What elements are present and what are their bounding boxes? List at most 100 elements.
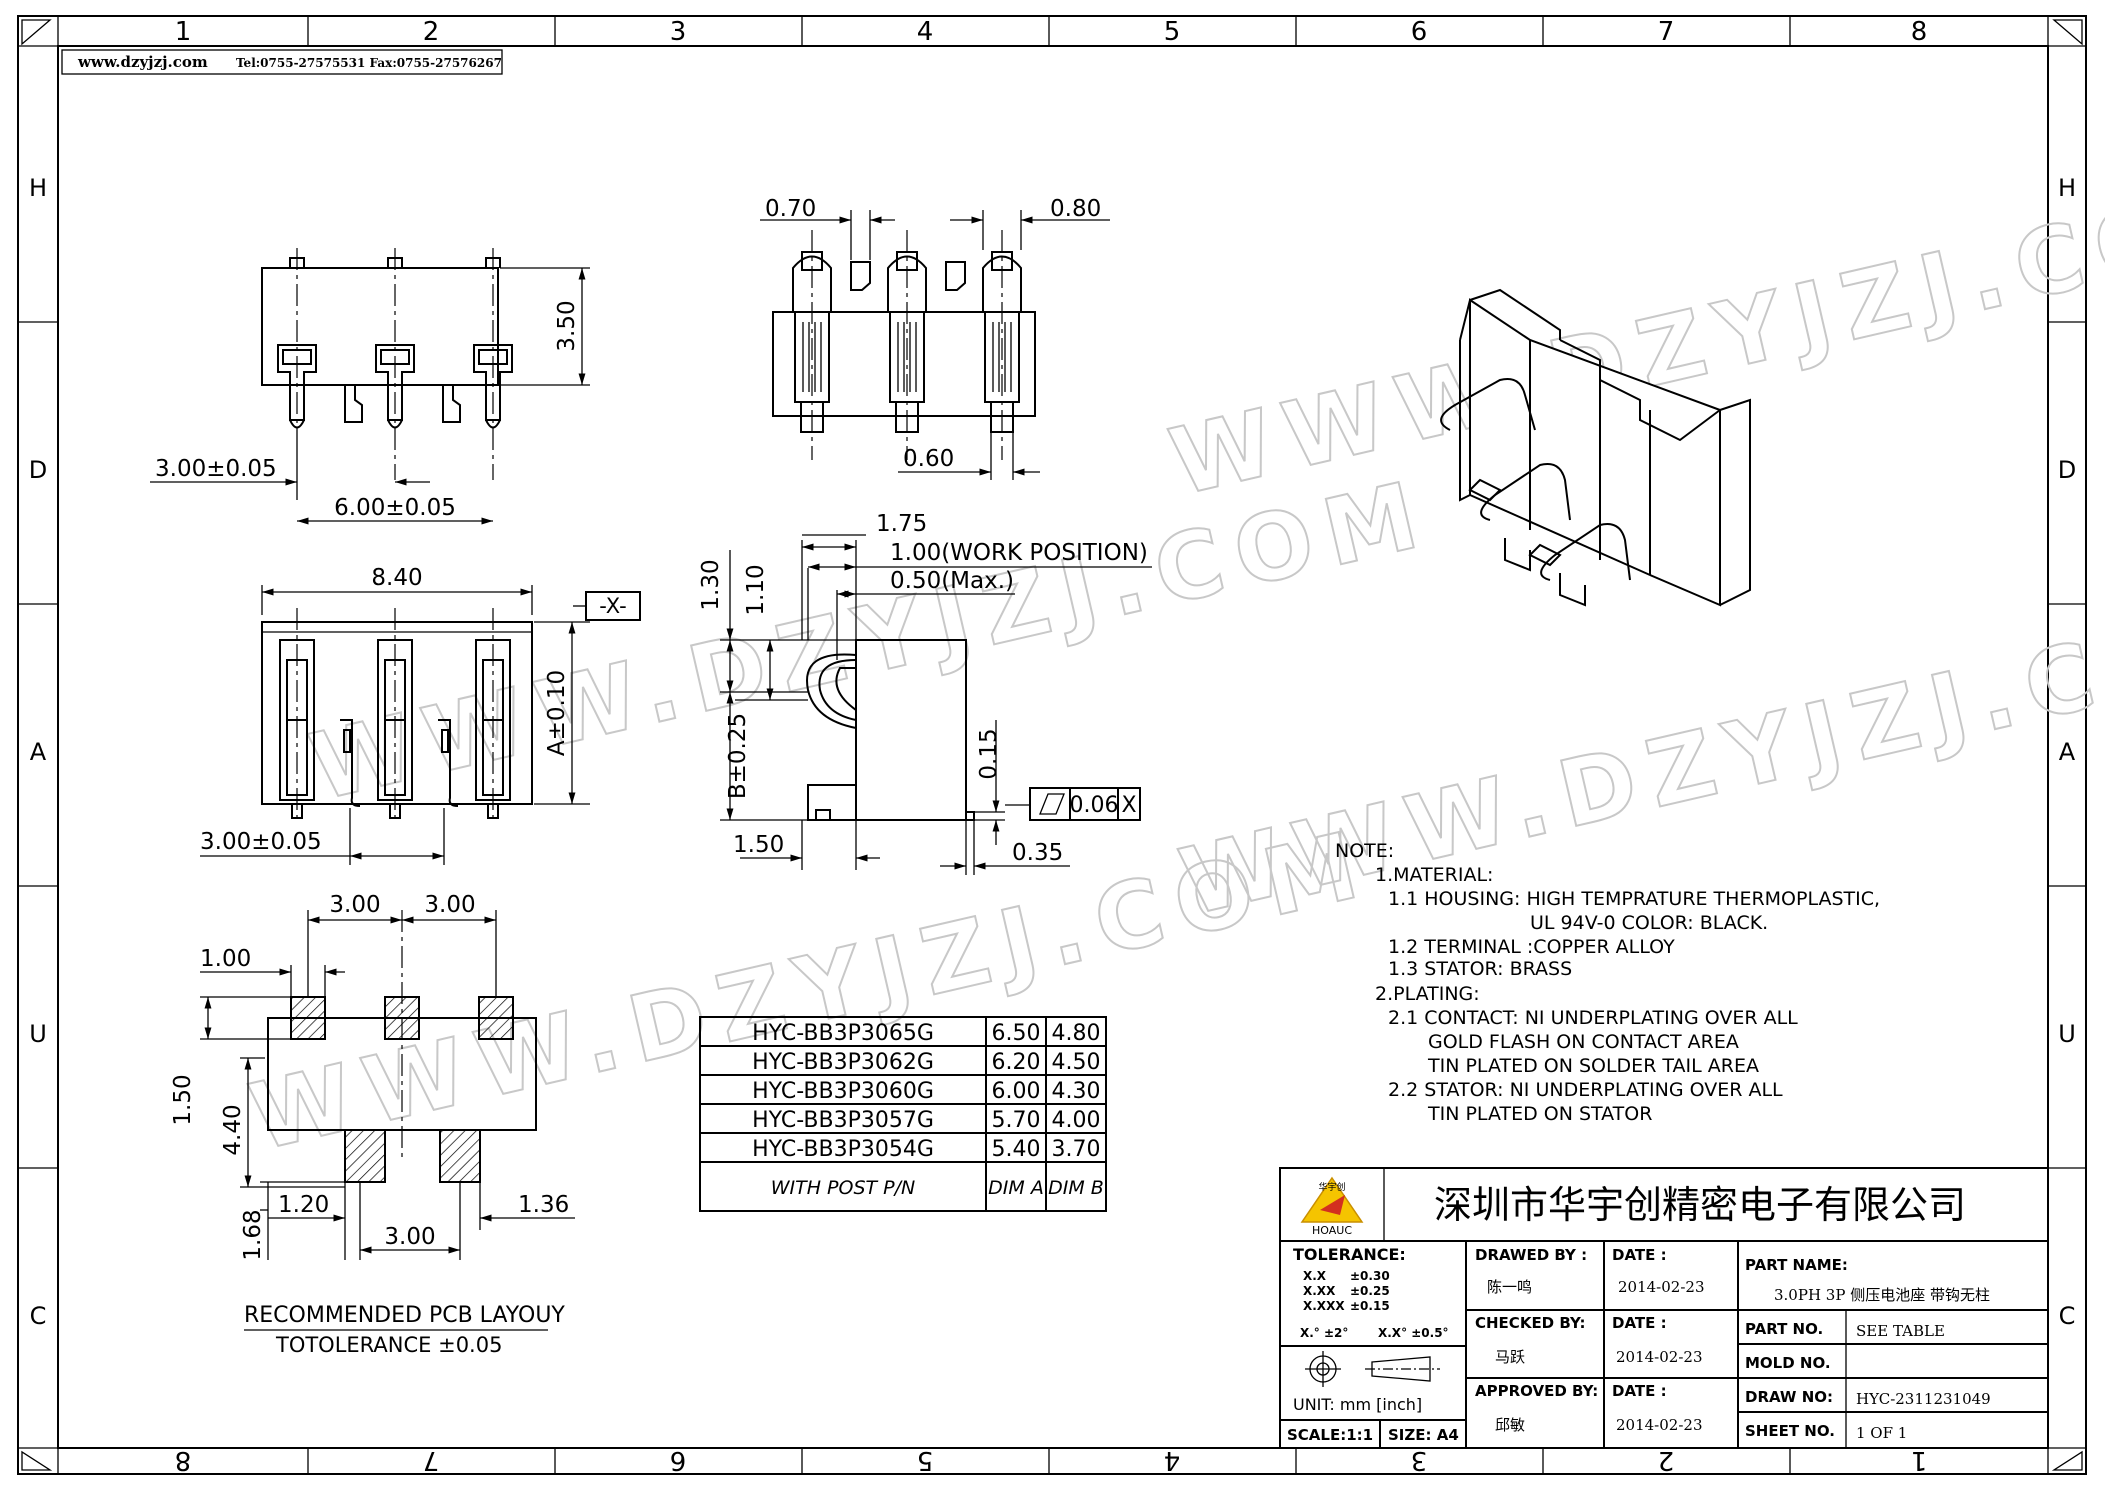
frame-right-h: H bbox=[2058, 174, 2076, 202]
date-label-2: DATE : bbox=[1612, 1314, 1667, 1332]
view-side: 1.75 1.00(WORK POSITION) 0.50(Max.) 1.30… bbox=[698, 511, 1152, 875]
sheet-no-value: 1 OF 1 bbox=[1856, 1424, 1907, 1442]
dim-3-50: 3.50 bbox=[554, 300, 580, 351]
frame-top-6: 6 bbox=[1411, 17, 1428, 47]
header-contact: www.dzyjzj.com Tel:0755-27575531 Fax:075… bbox=[61, 49, 503, 75]
note-line-11: TIN PLATED ON STATOR bbox=[1427, 1103, 1652, 1125]
note-line-6: 2.PLATING: bbox=[1375, 983, 1480, 1005]
table-row-5-b: 3.70 bbox=[1052, 1137, 1101, 1162]
table-row-2-b: 4.50 bbox=[1052, 1050, 1101, 1075]
part-no-value: SEE TABLE bbox=[1856, 1322, 1945, 1340]
frame-bottom-1: 1 bbox=[1911, 1445, 1928, 1475]
dim-3-00-front: 3.00±0.05 bbox=[200, 829, 322, 855]
frame-right-a: A bbox=[2059, 738, 2076, 766]
notes-block: NOTE: 1.MATERIAL: 1.1 HOUSING: HIGH TEMP… bbox=[1335, 840, 1880, 1125]
frame-left-c: C bbox=[30, 1302, 47, 1330]
frame-bottom-7: 7 bbox=[423, 1445, 440, 1475]
pcb-dim-1-68: 1.68 bbox=[240, 1209, 266, 1260]
dim-0-70: 0.70 bbox=[765, 196, 816, 222]
note-line-5: 1.3 STATOR: BRASS bbox=[1388, 958, 1572, 980]
note-line-7: 2.1 CONTACT: NI UNDERPLATING OVER ALL bbox=[1388, 1007, 1798, 1029]
dim-3-00-top: 3.00±0.05 bbox=[155, 456, 277, 482]
table-footer-b: DIM B bbox=[1048, 1177, 1104, 1199]
scale-text: SCALE:1:1 bbox=[1287, 1426, 1373, 1444]
note-line-9: TIN PLATED ON SOLDER TAIL AREA bbox=[1427, 1055, 1759, 1077]
frame-left-h: H bbox=[29, 174, 47, 202]
drawn-by-label: DRAWED BY : bbox=[1475, 1246, 1587, 1264]
table-row-1-b: 4.80 bbox=[1052, 1021, 1101, 1046]
pcb-pad-3 bbox=[478, 996, 514, 1040]
dim-0-15: 0.15 bbox=[976, 728, 1002, 779]
flatness-value: 0.06 bbox=[1070, 793, 1119, 818]
tol-v-3: ±0.15 bbox=[1350, 1299, 1390, 1313]
table-footer-pn: WITH POST P/N bbox=[771, 1177, 916, 1199]
tol-angle-a: X.° ±2° bbox=[1300, 1326, 1348, 1340]
dim-1-30: 1.30 bbox=[698, 559, 724, 610]
table-row-4-pn: HYC-BB3P3057G bbox=[752, 1108, 934, 1133]
view-front: 8.40 -X- A±0.10 bbox=[200, 565, 641, 865]
pcb-dim-1-36: 1.36 bbox=[518, 1192, 569, 1218]
pcb-dim-1-20: 1.20 bbox=[278, 1192, 329, 1218]
note-line-10: 2.2 STATOR: NI UNDERPLATING OVER ALL bbox=[1388, 1079, 1783, 1101]
tol-k-2: X.XX bbox=[1303, 1284, 1336, 1298]
draw-no-value: HYC-2311231049 bbox=[1856, 1390, 1991, 1408]
dim-0-50-max: 0.50(Max.) bbox=[890, 568, 1014, 594]
frame-right-c: C bbox=[2059, 1302, 2076, 1330]
frame-left-a: A bbox=[30, 738, 47, 766]
view-pcb: 3.00 3.00 1.00 1.50 4.40 1.68 1.20 3.00 … bbox=[170, 892, 575, 1357]
table-row-5-pn: HYC-BB3P3054G bbox=[752, 1137, 934, 1162]
drawn-by-value: 陈一鸣 bbox=[1487, 1278, 1532, 1296]
table-row-5-a: 5.40 bbox=[992, 1137, 1041, 1162]
dim-work-position: 1.00(WORK POSITION) bbox=[890, 540, 1148, 566]
pcb-caption-title: RECOMMENDED PCB LAYOUY bbox=[244, 1303, 565, 1328]
pcb-dim-4-40: 4.40 bbox=[220, 1104, 246, 1155]
dim-a: A±0.10 bbox=[544, 670, 570, 756]
frame-bottom-6: 6 bbox=[670, 1445, 687, 1475]
table-row-2-a: 6.20 bbox=[992, 1050, 1041, 1075]
pcb-dim-3-00-a: 3.00 bbox=[329, 892, 380, 918]
dim-1-75: 1.75 bbox=[876, 511, 927, 537]
frame-left-d: D bbox=[29, 456, 47, 484]
tol-angle-b: X.X° ±0.5° bbox=[1378, 1326, 1449, 1340]
date-value-2: 2014-02-23 bbox=[1616, 1348, 1702, 1366]
approved-by-value: 邱敏 bbox=[1495, 1416, 1525, 1434]
tol-v-1: ±0.30 bbox=[1350, 1269, 1390, 1283]
pcb-pad-1 bbox=[290, 996, 326, 1040]
tol-k-1: X.X bbox=[1303, 1269, 1327, 1283]
view-bottom: 3.50 3.00±0.05 6.00±0.05 bbox=[150, 248, 590, 525]
dim-8-40: 8.40 bbox=[371, 565, 422, 591]
frame-top-3: 3 bbox=[670, 17, 687, 47]
frame-top-1: 1 bbox=[175, 17, 192, 47]
projection-symbol-icon bbox=[1305, 1351, 1440, 1387]
title-block: 华宇创 HOAUC 深圳市华宇创精密电子有限公司 TOLERANCE: X.X … bbox=[1279, 1167, 2049, 1449]
dim-6-00: 6.00±0.05 bbox=[334, 495, 456, 521]
note-line-4: 1.2 TERMINAL :COPPER ALLOY bbox=[1388, 936, 1675, 958]
note-line-1: 1.MATERIAL: bbox=[1375, 864, 1493, 886]
frame-top-8: 8 bbox=[1911, 17, 1928, 47]
pcb-dim-3-00-c: 3.00 bbox=[384, 1224, 435, 1250]
tol-v-2: ±0.25 bbox=[1350, 1284, 1390, 1298]
frame-bottom-4: 4 bbox=[1164, 1445, 1181, 1475]
draw-no-label: DRAW NO: bbox=[1745, 1388, 1833, 1406]
logo-cn-text: 华宇创 bbox=[1318, 1181, 1345, 1193]
note-line-2: 1.1 HOUSING: HIGH TEMPRATURE THERMOPLAST… bbox=[1388, 888, 1880, 910]
dim-1-10: 1.10 bbox=[743, 564, 769, 615]
dim-0-60: 0.60 bbox=[903, 446, 954, 472]
note-line-3: UL 94V-0 COLOR: BLACK. bbox=[1530, 912, 1768, 934]
frame-top-4: 4 bbox=[917, 17, 934, 47]
unit-text: UNIT: mm [inch] bbox=[1293, 1395, 1422, 1414]
logo-text: HOAUC bbox=[1312, 1224, 1352, 1237]
pcb-pad-5 bbox=[439, 1129, 481, 1183]
date-label-3: DATE : bbox=[1612, 1382, 1667, 1400]
part-no-label: PART NO. bbox=[1745, 1320, 1823, 1338]
view-isometric bbox=[1440, 288, 1751, 607]
company-logo: 华宇创 HOAUC bbox=[1300, 1176, 1364, 1237]
approved-by-label: APPROVED BY: bbox=[1475, 1382, 1598, 1400]
frame-top-2: 2 bbox=[423, 17, 440, 47]
sheet-no-label: SHEET NO. bbox=[1745, 1422, 1835, 1440]
table-row-3-pn: HYC-BB3P3060G bbox=[752, 1079, 934, 1104]
date-value-3: 2014-02-23 bbox=[1616, 1416, 1702, 1434]
frame-bottom-8: 8 bbox=[175, 1445, 192, 1475]
frame-right-d: D bbox=[2058, 456, 2076, 484]
